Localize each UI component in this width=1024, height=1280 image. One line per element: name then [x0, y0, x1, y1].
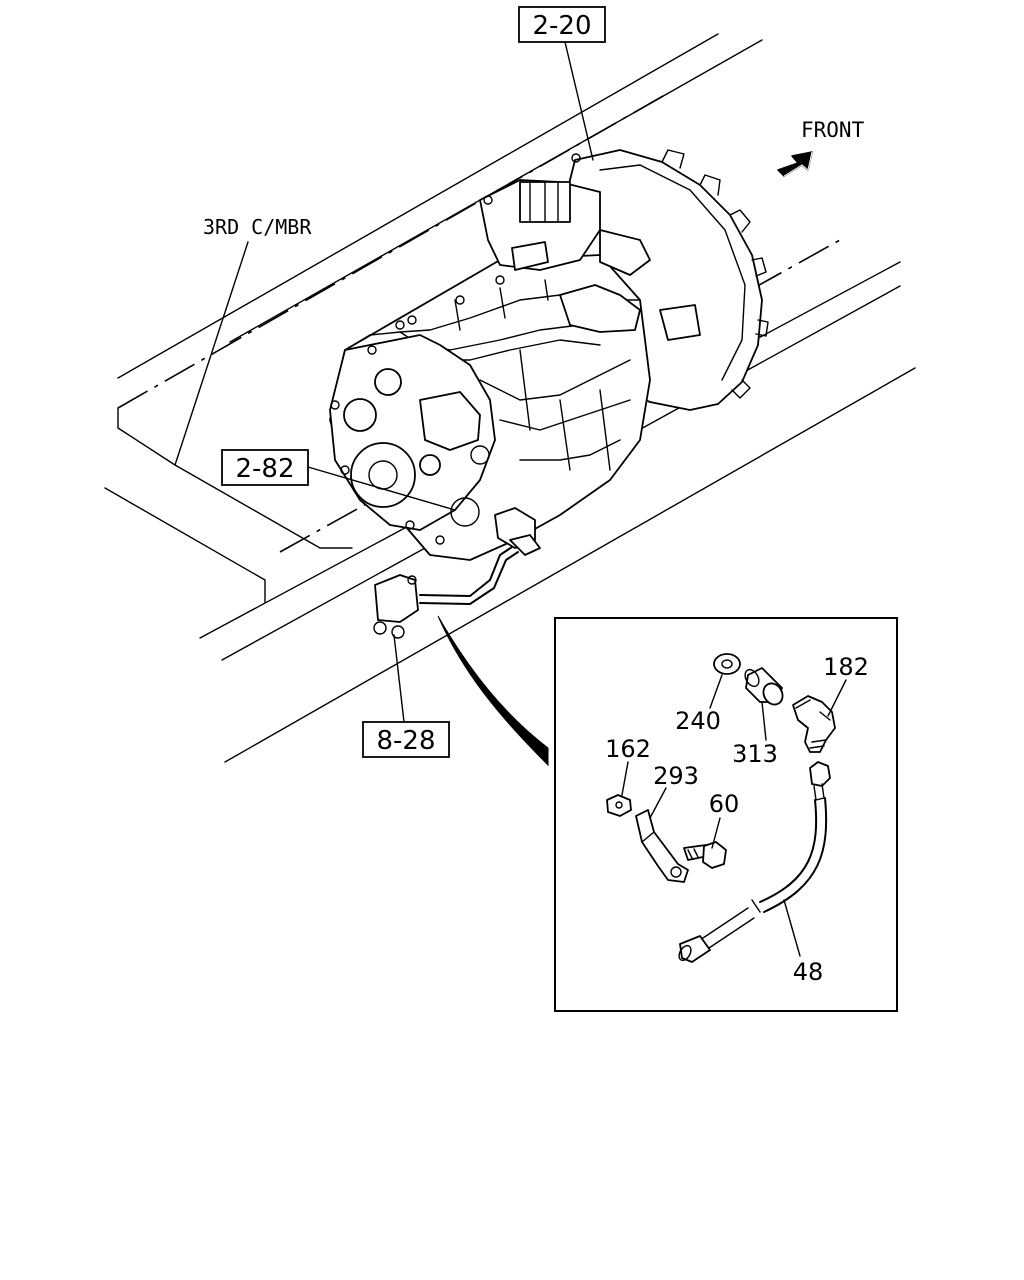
detail-box [554, 617, 898, 1012]
part-label-240: 240 [675, 707, 721, 735]
frame-rail-line [224, 367, 916, 763]
part-label-182: 182 [823, 653, 869, 681]
callout-text: 2-82 [235, 454, 294, 484]
callout-text: 8-28 [376, 726, 435, 756]
callout-2-82[interactable]: 2-82 [221, 449, 309, 486]
third-crossmember-label: 3RD C/MBR [203, 215, 312, 239]
leader-line [709, 674, 723, 709]
frame-rail-line [117, 33, 719, 379]
leader-line [761, 701, 767, 741]
leader-line [711, 817, 721, 849]
leader-line [827, 679, 847, 717]
third-crossmember [104, 241, 353, 603]
transmission-assembly [329, 149, 769, 561]
part-293-bracket[interactable] [635, 809, 689, 883]
part-48-hose[interactable] [677, 761, 831, 963]
part-label-162: 162 [605, 735, 651, 763]
frame-centerline [117, 91, 671, 409]
callout-box [362, 721, 450, 758]
part-313-adapter[interactable] [742, 667, 786, 708]
part-60-bolt[interactable] [683, 841, 727, 869]
leader-line [783, 899, 801, 957]
front-label: FRONT [801, 118, 865, 142]
callout-box [518, 6, 606, 43]
part-240-washer[interactable] [713, 653, 741, 675]
speed-sensor-harness [373, 507, 541, 639]
output-flange [350, 442, 416, 508]
detail-pointer [437, 615, 549, 767]
leader-line [649, 787, 667, 819]
leader-line [307, 466, 456, 511]
part-label-293: 293 [653, 762, 699, 790]
callout-text: 2-20 [532, 11, 591, 41]
callout-8-28[interactable]: 8-28 [362, 721, 450, 758]
part-182-elbow[interactable] [792, 695, 836, 753]
leader-line [621, 761, 629, 796]
callout-2-20[interactable]: 2-20 [518, 6, 606, 43]
part-162-nut[interactable] [606, 794, 632, 817]
leader-line [564, 41, 594, 161]
part-label-313: 313 [732, 740, 778, 768]
callout-box [221, 449, 309, 486]
front-arrow-icon [777, 151, 813, 177]
part-label-48: 48 [793, 958, 824, 986]
leader-line [393, 634, 405, 723]
part-label-60: 60 [709, 790, 740, 818]
